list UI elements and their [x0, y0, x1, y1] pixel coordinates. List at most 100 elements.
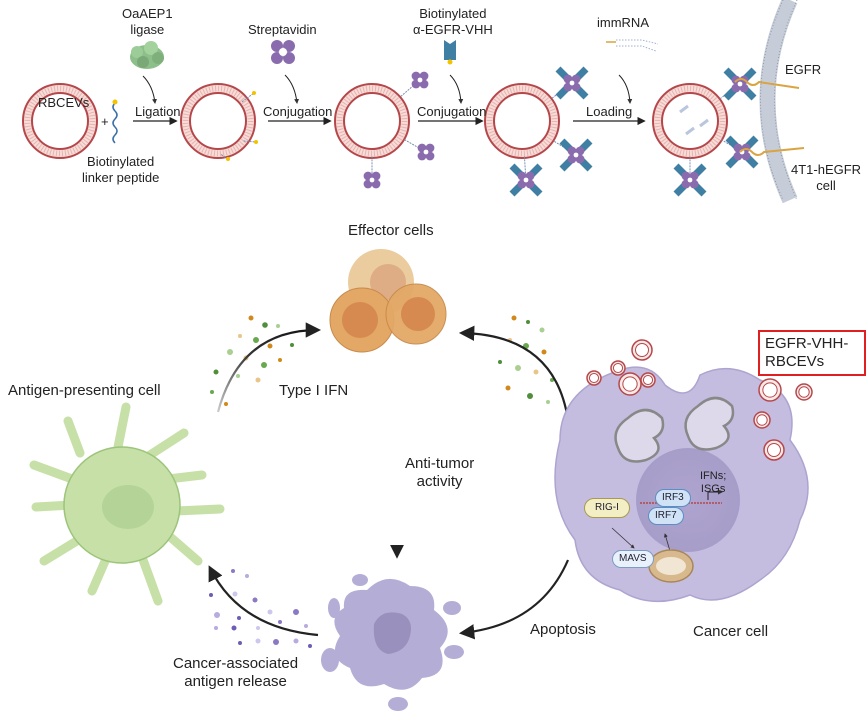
vesicle-inner-membrane [493, 92, 551, 150]
antigen-particles [209, 569, 312, 648]
small-rbcev-inner [642, 374, 654, 386]
arrow-apoptosis [458, 559, 570, 640]
step-conjugation-1: Conjugation [263, 104, 333, 119]
streptavidin-core [569, 80, 575, 86]
immrna-label: immRNA [597, 15, 649, 30]
streptavidin-subunit [689, 171, 699, 181]
streptavidin-subunit [567, 146, 577, 156]
streptavidin-subunit [417, 143, 427, 153]
particle-dot [255, 377, 261, 383]
rig-i-protein: RIG-I [584, 498, 630, 518]
streptavidin-subunit [733, 143, 743, 153]
particle-dot [293, 609, 299, 615]
particle-dot [541, 349, 547, 355]
particle-dot [539, 327, 545, 333]
particle-dot [213, 369, 219, 375]
particle-dot [498, 360, 502, 364]
arrow-apc-to-effector [216, 322, 322, 413]
particle-dot [209, 593, 213, 597]
linker [404, 139, 427, 153]
particle-dot [256, 626, 260, 630]
small-rbcev-inner [756, 414, 768, 426]
small-rbcev-inner [798, 386, 810, 398]
streptavidin-core [687, 177, 693, 183]
vesicle-lipids [336, 85, 408, 157]
particle-dot [533, 369, 539, 375]
streptavidin-arrow [284, 74, 300, 104]
particle-dot [238, 641, 242, 645]
vesicle-lipids [182, 85, 254, 157]
streptavidin-subunit [733, 151, 743, 161]
particle-dot [511, 315, 517, 321]
vesicle-inner-membrane [661, 92, 719, 150]
streptavidin-subunit [419, 79, 429, 89]
particle-dot [290, 343, 294, 347]
vhh-label: Biotinylated α-EGFR-VHH [413, 6, 493, 37]
vhh-icon [444, 40, 456, 65]
particle-dot [236, 374, 240, 378]
vesicle-lipids [486, 85, 558, 157]
particle-dot [273, 639, 279, 645]
rbcev-start [22, 83, 98, 159]
egfr-vhh-rbcevs-badge: EGFR-VHH-RBCEVs [758, 330, 866, 376]
particle-dot [231, 625, 237, 631]
streptavidin-core [523, 177, 529, 183]
streptavidin-core [573, 152, 579, 158]
small-rbcev-inner [762, 382, 778, 398]
loaded-immrna [685, 126, 695, 136]
vesicle-lipids [24, 85, 96, 157]
streptavidin-core [417, 77, 423, 83]
streptavidin-subunit [563, 74, 573, 84]
streptavidin-subunit [411, 79, 421, 89]
ligase-icon [130, 41, 164, 69]
streptavidin-core [369, 177, 375, 183]
step-loading: Loading [586, 104, 633, 119]
particle-dot [231, 569, 235, 573]
apoptotic-cell-icon [321, 574, 464, 711]
particle-dot [267, 343, 273, 349]
streptavidin-subunit [371, 171, 381, 181]
linker-label: Biotinylated linker peptide [82, 154, 160, 185]
small-rbcev-inner [588, 372, 600, 384]
vesicle-inner-membrane [31, 92, 89, 150]
linker-peptide-icon [112, 99, 118, 144]
linker [243, 140, 257, 143]
egfr-label: EGFR [785, 62, 822, 77]
rbcev-loaded [652, 67, 759, 197]
antigen-presenting-cell-icon [29, 402, 225, 606]
ligase-label: OaAEP1 ligase [122, 6, 173, 37]
streptavidin-core [737, 81, 743, 87]
biotin [254, 140, 258, 144]
streptavidin-subunit [731, 83, 741, 93]
streptavidin-subunit [571, 82, 581, 92]
mavs-protein: MAVS [612, 550, 654, 568]
vhh-arrow [449, 74, 464, 104]
particle-dot [253, 337, 259, 343]
streptavidin-subunit [525, 171, 535, 181]
egfr-receptor-icon [734, 78, 805, 156]
ligase-arrow [142, 75, 158, 104]
streptavidin-subunit [417, 151, 427, 161]
particle-dot [550, 378, 554, 382]
apc-label: Antigen-presenting cell [8, 382, 161, 399]
loaded-immrna [699, 118, 709, 128]
small-rbcev-inner [767, 443, 781, 457]
particle-dot [278, 620, 282, 624]
arrow-antigen-release [208, 565, 319, 637]
particle-dot [214, 626, 218, 630]
particle-dot [267, 609, 273, 615]
particle-dot [526, 320, 530, 324]
streptavidin-subunit [567, 154, 577, 164]
cancer-cell-label: Cancer cell [693, 623, 769, 640]
streptavidin-subunit [681, 171, 691, 181]
particle-dot [210, 390, 214, 394]
rbcev-vhh [484, 66, 593, 197]
particle-dot [248, 315, 254, 321]
streptavidin-subunit [425, 151, 435, 161]
particle-dot [238, 334, 242, 338]
effector-cells-icon [329, 249, 447, 353]
particle-dot [505, 385, 511, 391]
apoptosis-label: Apoptosis [530, 621, 596, 638]
vesicle-inner-membrane [189, 92, 247, 150]
streptavidin-subunit [363, 171, 373, 181]
